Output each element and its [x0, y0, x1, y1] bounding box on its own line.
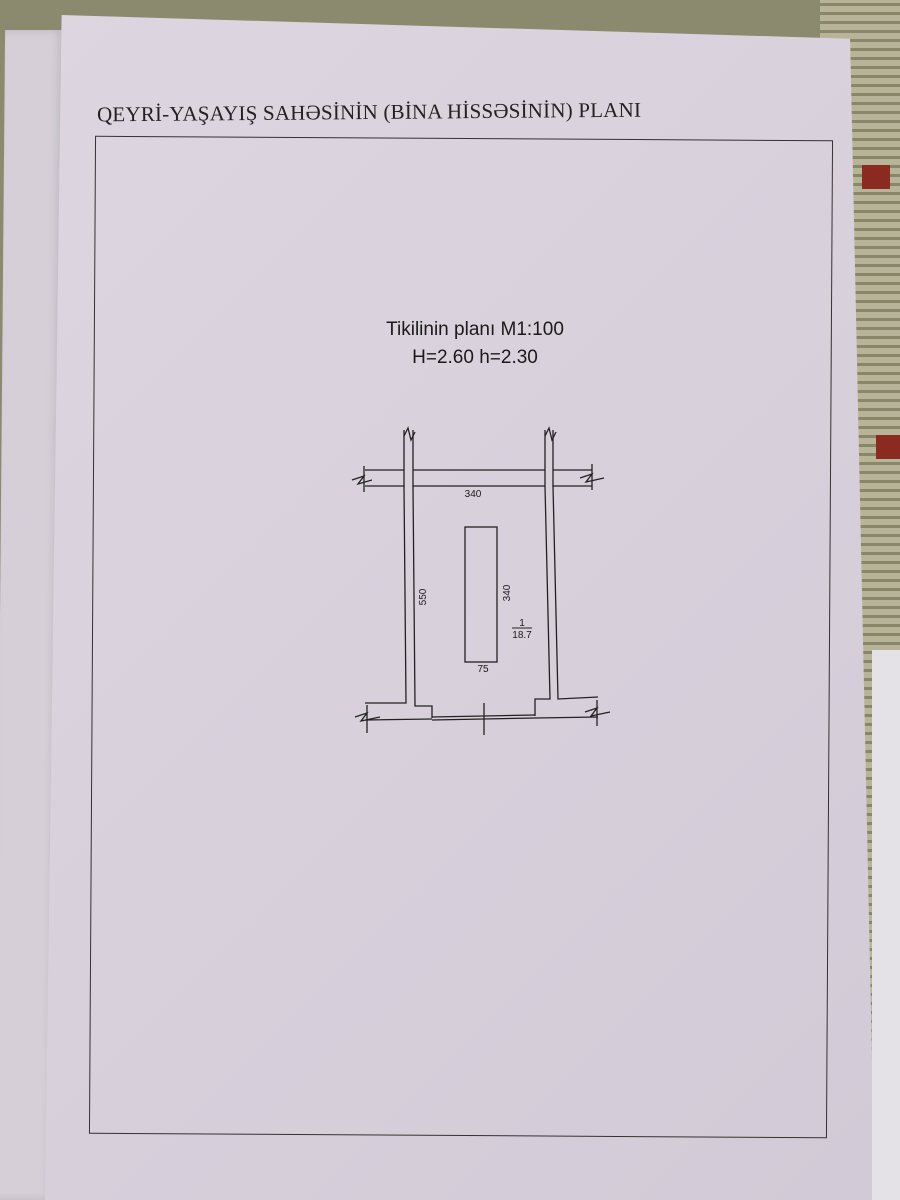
dimension-fixture-length: 340 — [502, 584, 513, 601]
underlying-sheet — [872, 650, 900, 1200]
plan-title-block: Tikilinin planı M1:100 H=2.60 h=2.30 — [300, 316, 650, 372]
right-wall — [534, 485, 551, 716]
break-mark-icon — [544, 426, 557, 442]
cloth-red-square — [876, 435, 900, 459]
dimension-fixture-width: 75 — [477, 664, 489, 675]
room-number: 1 — [519, 618, 525, 629]
bottom-wall — [534, 716, 599, 719]
left-wall — [365, 485, 407, 704]
dimension-top-width: 340 — [465, 489, 482, 500]
top-wall-inner — [552, 430, 592, 487]
dimension-left-length: 550 — [418, 588, 429, 605]
break-mark-icon — [354, 705, 381, 733]
break-mark-icon — [579, 464, 605, 490]
left-wall — [412, 485, 433, 718]
right-wall — [552, 485, 599, 700]
plan-heights: H=2.60 h=2.30 — [412, 347, 538, 368]
document-page — [45, 15, 875, 1200]
top-wall-inner — [412, 430, 546, 487]
bottom-wall — [364, 718, 433, 721]
fixture-rectangle — [464, 526, 498, 663]
room-area: 18.7 — [512, 630, 532, 641]
cloth-red-square — [862, 165, 890, 189]
top-wall-inner — [365, 430, 405, 487]
break-mark-icon — [584, 700, 611, 726]
break-mark-icon — [403, 426, 416, 442]
walls — [351, 426, 611, 735]
break-mark-icon — [351, 466, 373, 492]
plan-title: Tikilinin planı M1:100 — [386, 319, 564, 340]
